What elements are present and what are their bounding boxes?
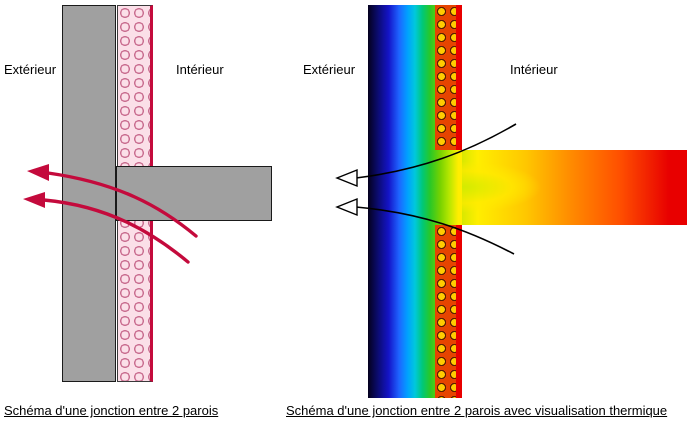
right-caption: Schéma d'une jonction entre 2 parois ave… (286, 403, 668, 418)
right-thermal-floor-slab (462, 150, 687, 225)
right-insulation-lower (435, 225, 462, 398)
right-exterior-label: Extérieur (303, 62, 356, 77)
right-heat-arrowhead-upper-icon (335, 168, 358, 188)
left-interior-label: Intérieur (176, 62, 224, 77)
left-exterior-label: Extérieur (4, 62, 57, 77)
right-interior-label: Intérieur (510, 62, 558, 77)
left-floor-slab (116, 166, 272, 221)
left-caption: Schéma d'une jonction entre 2 parois (4, 403, 219, 418)
left-heat-arrowhead-upper-icon (27, 164, 49, 181)
right-insulation-upper (435, 5, 462, 150)
right-heat-arrowhead-lower-icon (335, 197, 358, 217)
left-wall-concrete (62, 5, 116, 382)
left-heat-arrowhead-lower-icon (23, 192, 45, 208)
